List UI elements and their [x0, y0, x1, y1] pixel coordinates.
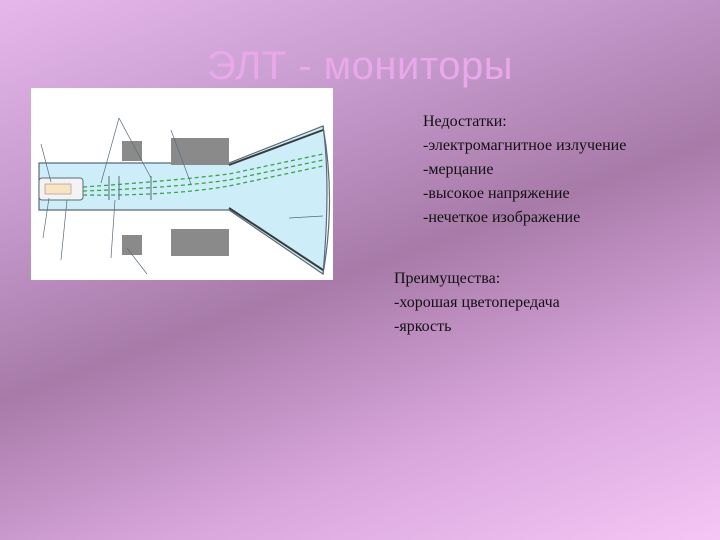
advantages-block: Преимущества: -хорошая цветопередача -яр… — [394, 267, 560, 339]
disadvantages-heading: Недостатки: — [423, 113, 507, 130]
electron-beam-2 — [82, 159, 324, 192]
callout-lines — [40, 117, 324, 275]
electron-beam-3 — [82, 165, 324, 196]
crt-screen — [322, 125, 331, 275]
deflection-plate-bottom-large — [171, 229, 229, 256]
disadvantages-block: Недостатки: -электромагнитное излучение … — [423, 110, 626, 230]
slide-title: ЭЛТ - мониторы — [207, 44, 513, 88]
advantage-item: -хорошая цветопередача — [394, 294, 560, 311]
disadvantage-item: -мерцание — [423, 161, 494, 178]
disadvantage-item: -нечеткое изображение — [423, 209, 581, 226]
crt-tube-illustration — [38, 117, 331, 276]
disadvantage-item: -высокое напряжение — [423, 185, 570, 202]
deflection-plate-bottom-small — [122, 235, 142, 255]
electron-beam-1 — [82, 153, 324, 188]
disadvantage-item: -электромагнитное излучение — [423, 137, 627, 154]
deflection-plate-top-large — [171, 138, 229, 165]
advantages-heading: Преимущества: — [394, 270, 501, 287]
deflection-plate-top-small — [122, 141, 142, 161]
advantage-item: -яркость — [394, 318, 452, 335]
crt-diagram — [31, 88, 333, 280]
cathode — [44, 183, 72, 195]
